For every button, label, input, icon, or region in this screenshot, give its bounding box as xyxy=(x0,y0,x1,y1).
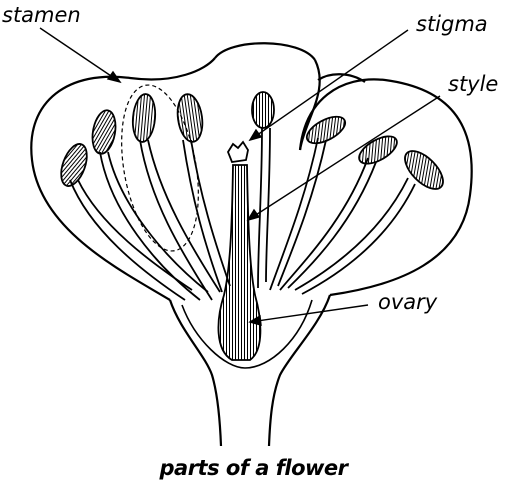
anther xyxy=(251,91,275,129)
anther xyxy=(305,115,347,145)
leader-lines xyxy=(39,27,441,326)
anther xyxy=(358,135,398,165)
anthers xyxy=(60,91,444,190)
anther xyxy=(91,109,117,155)
stamen-highlight-circle xyxy=(121,84,199,252)
petal-outline xyxy=(30,42,473,301)
anther xyxy=(404,150,444,190)
diagram-caption: parts of a flower xyxy=(159,456,348,480)
label-style: style xyxy=(448,72,499,96)
anther xyxy=(131,93,157,143)
stigma-shape xyxy=(226,140,249,163)
label-ovary: ovary xyxy=(378,290,438,314)
pistil xyxy=(217,140,262,361)
stamen-filaments xyxy=(69,127,416,301)
receptacle xyxy=(168,294,332,447)
ovary-shape xyxy=(217,164,262,361)
label-stamen: stamen xyxy=(2,3,81,27)
label-stigma: stigma xyxy=(416,12,488,36)
anther xyxy=(176,93,204,143)
anther xyxy=(60,143,88,187)
